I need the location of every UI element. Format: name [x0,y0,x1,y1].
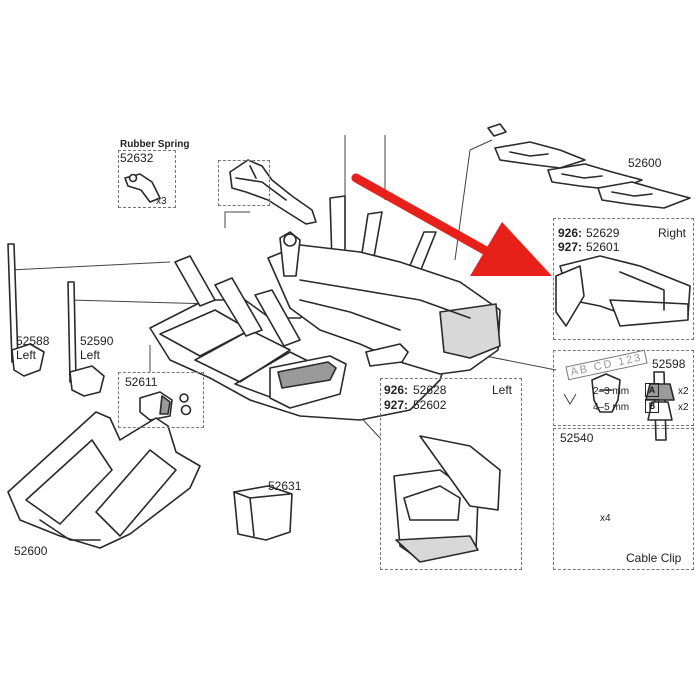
right-post-number: 52590 [80,334,114,348]
cable-clip-title: Cable Clip [626,551,682,565]
left-post-number: 52588 [16,334,50,348]
rubber-spring-qty: x3 [156,196,167,207]
part-52600-bottom-number: 52600 [14,544,48,558]
plate-row-a-qty: x2 [678,386,689,397]
left-clamp-number-a: 52628 [413,383,447,397]
right-post-side: Left [80,348,101,362]
right-clamp-number-b: 52601 [586,240,620,254]
right-clamp-box [553,218,694,340]
plate-set-box [553,350,694,426]
left-clamp-side: Left [492,383,513,397]
left-clamp-box [380,378,522,570]
left-post-side: Left [16,348,37,362]
left-clamp-artwork [393,435,501,563]
left-clamp-number-b: 52602 [413,398,447,412]
part-52611-number: 52611 [125,375,158,389]
left-clamp-model-b: 927: [384,398,409,412]
wheel-holder-stack [487,123,691,209]
arm-part [229,159,317,225]
carrier-body [7,195,501,421]
part-52611-artwork [139,391,192,421]
plate-set-number: 52598 [652,357,686,371]
red-pointer-arrow [351,173,552,276]
part-52600-top-number: 52600 [628,156,662,170]
wheel-holder-bottom [7,411,201,549]
plate-row-b-size: 4–5 mm [593,402,630,413]
cable-clip-number: 52540 [560,431,594,445]
plate-row-b-qty: x2 [678,402,689,413]
rubber-spring-number: 52632 [120,151,154,165]
plate-row-a-badge: A [645,383,659,397]
part-52631-artwork [233,485,293,541]
plate-row-b-badge: B [645,399,659,413]
plate-row-a-size: 2–3 mm [593,386,630,397]
cable-clip-artwork [591,371,675,441]
right-clamp-artwork [555,255,691,327]
rubber-spring-title: Rubber Spring [120,139,190,150]
left-clamp-model-a: 926: [384,383,409,397]
right-clamp-number-a: 52629 [586,226,620,240]
part-52631-number: 52631 [268,479,302,493]
rubber-spring-part [124,173,161,203]
cable-clip-box [553,428,694,570]
part-52611-box [118,372,204,428]
cable-clip-qty: x4 [600,513,611,524]
rubber-spring-box [118,150,176,208]
right-clamp-side: Right [658,226,687,240]
plate-strip-artwork [563,393,577,405]
arm-part-box [218,160,270,206]
right-clamp-model-a: 926: [558,226,583,240]
right-clamp-model-b: 927: [558,240,583,254]
